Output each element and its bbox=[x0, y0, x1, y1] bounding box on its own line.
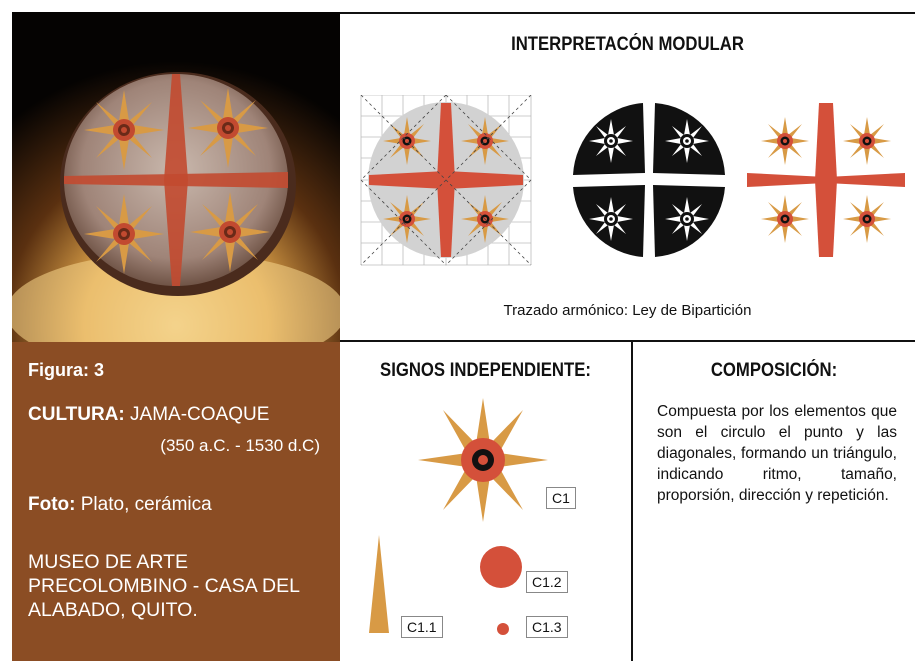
plate-photo bbox=[12, 12, 340, 342]
culture-label: CULTURA: bbox=[28, 404, 125, 425]
info-panel: Figura: 3 CULTURA: JAMA-COAQUE (350 a.C.… bbox=[12, 342, 340, 661]
culture-value: JAMA-COAQUE bbox=[124, 404, 270, 425]
modular-diagrams bbox=[355, 94, 910, 275]
composition-diagram bbox=[747, 103, 905, 257]
modular-title: INTERPRETACÓN MODULAR bbox=[511, 34, 744, 55]
sign-dot-c13 bbox=[497, 623, 509, 635]
signs-shapes bbox=[345, 385, 625, 660]
photo-label: Foto: bbox=[28, 494, 76, 515]
figure-number: Figura: 3 bbox=[28, 360, 105, 380]
photo-line: Foto: Plato, cerámica bbox=[28, 494, 212, 516]
culture-years: (350 a.C. - 1530 d.C) bbox=[160, 436, 320, 455]
label-c1-3: C1.3 bbox=[526, 616, 568, 638]
label-c1: C1 bbox=[546, 487, 576, 509]
photo-value: Plato, cerámica bbox=[75, 494, 212, 515]
composition-title: COMPOSICIÓN: bbox=[710, 360, 838, 381]
culture-line: CULTURA: JAMA-COAQUE bbox=[28, 404, 269, 426]
label-c1-2: C1.2 bbox=[526, 571, 568, 593]
signs-title: SIGNOS INDEPENDIENTE: bbox=[380, 360, 591, 381]
modular-caption: Trazado armónico: Ley de Bipartición bbox=[503, 302, 752, 319]
label-c1-1: C1.1 bbox=[401, 616, 443, 638]
sign-triangle-c11 bbox=[369, 535, 389, 633]
grid-diagram bbox=[360, 94, 532, 266]
museum-name: MUSEO DE ARTE PRECOLOMBINO - CASA DEL AL… bbox=[28, 551, 300, 621]
sign-star-c1 bbox=[418, 398, 548, 522]
composition-text: Compuesta por los elementos que son el c… bbox=[657, 403, 897, 504]
sign-circle-c12 bbox=[480, 546, 522, 588]
black-quadrants-diagram bbox=[573, 103, 725, 257]
